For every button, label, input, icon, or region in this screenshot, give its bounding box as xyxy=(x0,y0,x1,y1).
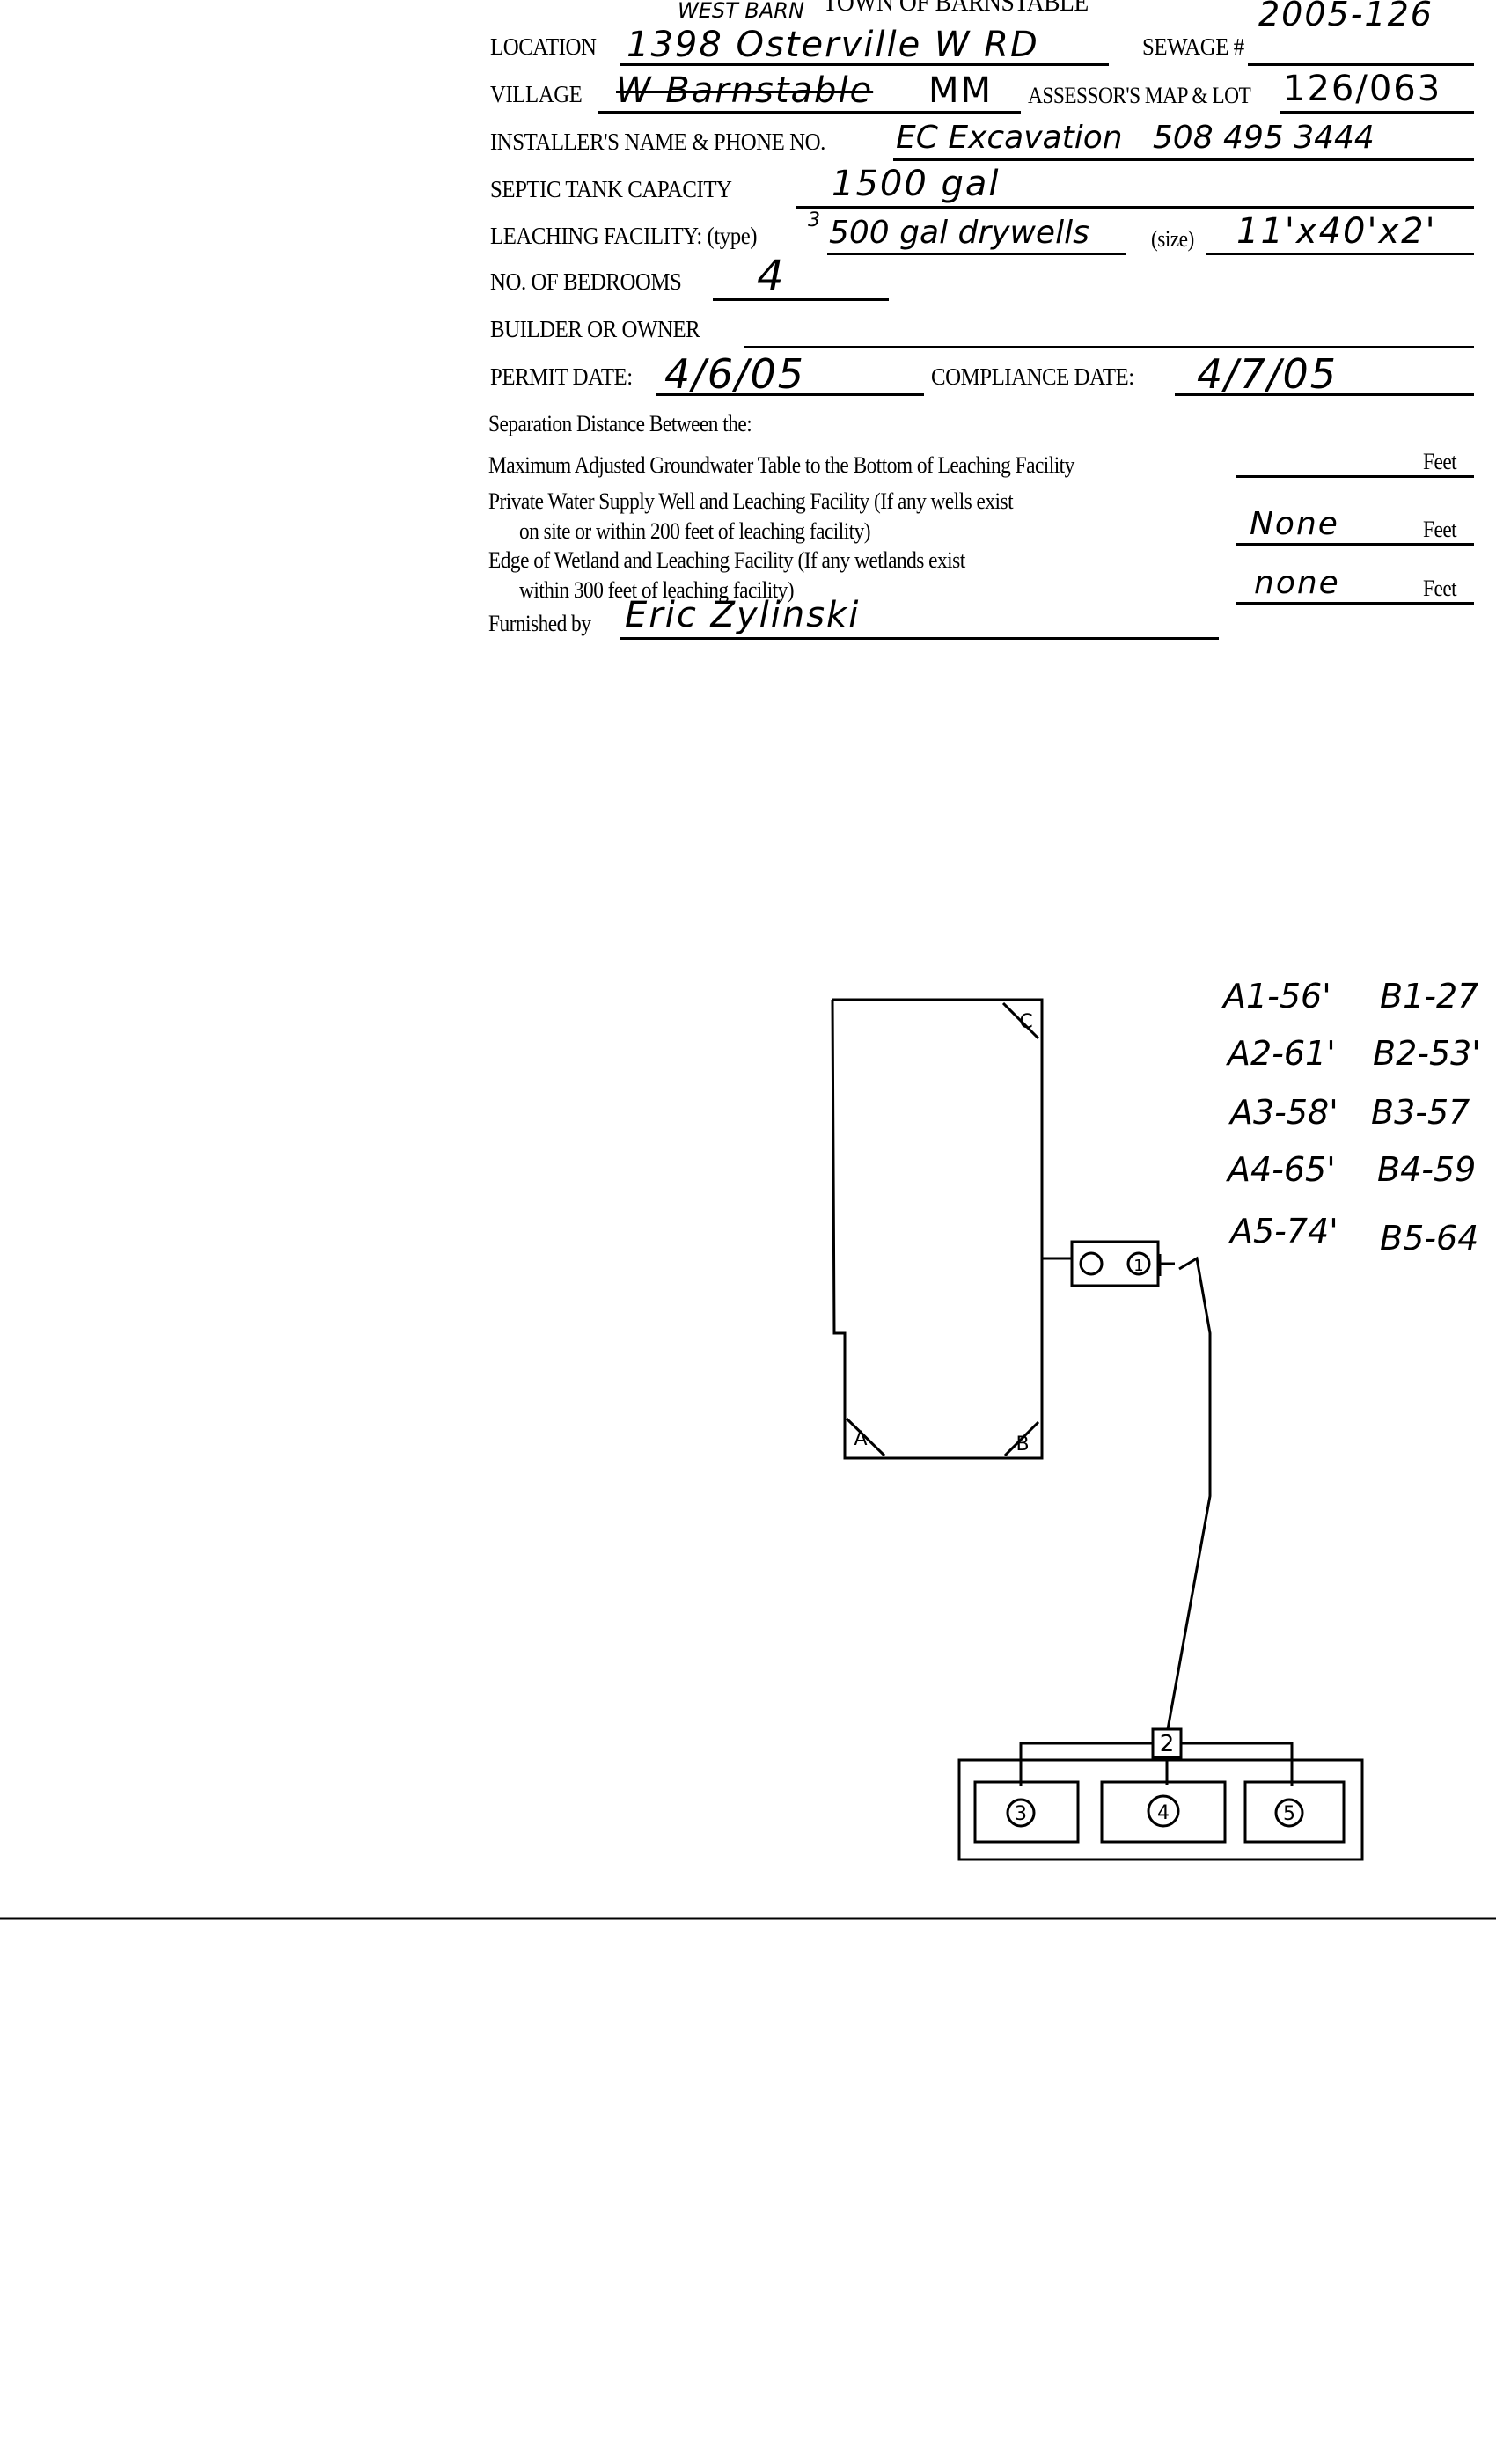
corner-c-mark xyxy=(1001,1001,1040,1040)
measurement-b3: B3-57 xyxy=(1371,1093,1470,1132)
drywell-4-circle xyxy=(1147,1794,1180,1828)
leaching-type-field-line[interactable] xyxy=(827,253,1126,255)
permit-date-field-line[interactable] xyxy=(656,393,924,396)
septic-tank-value: 1500 gal xyxy=(832,164,1001,204)
drywell-label-5: 5 xyxy=(1283,1803,1295,1825)
feet-unit: Feet xyxy=(1423,517,1457,542)
separation-row-3-text: Edge of Wetland and Leaching Facility (I… xyxy=(488,547,965,573)
feet-unit: Feet xyxy=(1423,576,1457,601)
leaching-count: 3 xyxy=(808,209,822,231)
record-number: 2005-126 xyxy=(1258,0,1434,33)
measurement-a5: A5-74' xyxy=(1228,1212,1338,1250)
separation-row-3-text-2: within 300 feet of leaching facility) xyxy=(519,577,795,603)
leaching-size-field-line[interactable] xyxy=(1206,253,1474,255)
bedrooms-field-line[interactable] xyxy=(713,298,889,301)
leaching-label: LEACHING FACILITY: (type) xyxy=(490,223,758,249)
measurement-a2: A2-61' xyxy=(1225,1034,1336,1073)
location-field-line[interactable] xyxy=(620,63,1109,66)
leaching-size-value: 11'x40'x2' xyxy=(1236,211,1437,252)
assessor-field-line[interactable] xyxy=(1280,111,1474,114)
compliance-date-label: COMPLIANCE DATE: xyxy=(931,363,1134,390)
town-title: TOWN OF BARNSTABLE xyxy=(823,0,1089,17)
permit-date-value: 4/6/05 xyxy=(664,350,806,398)
drywell-enclosure xyxy=(957,1758,1364,1861)
installer-label: INSTALLER'S NAME & PHONE NO. xyxy=(490,128,825,155)
corner-label-a: A xyxy=(854,1428,867,1450)
well-field-line[interactable] xyxy=(1236,543,1474,546)
corner-b-mark xyxy=(1003,1420,1040,1457)
sewage-field[interactable] xyxy=(1248,63,1474,66)
village-struck-value: W Barnstable xyxy=(616,70,874,111)
tank-inlet-circle xyxy=(1079,1251,1104,1276)
leach-field-outline xyxy=(831,998,1044,1460)
septic-tank-field-line[interactable] xyxy=(796,206,1474,209)
permit-date-label: PERMIT DATE: xyxy=(490,363,633,390)
drywell-label-4: 4 xyxy=(1157,1802,1170,1824)
drywell-label-3: 3 xyxy=(1015,1803,1027,1825)
measurement-b2: B2-53' xyxy=(1373,1034,1481,1073)
village-label: VILLAGE xyxy=(490,81,583,107)
separation-row-2-text-2: on site or within 200 feet of leaching f… xyxy=(519,518,871,544)
measurement-a3: A3-58' xyxy=(1228,1093,1338,1132)
leaching-size-label: (size) xyxy=(1151,226,1194,252)
wetland-field-line[interactable] xyxy=(1236,602,1474,605)
separation-row-2-text: Private Water Supply Well and Leaching F… xyxy=(488,488,1014,514)
bedrooms-value: 4 xyxy=(757,252,786,301)
corner-label-b: B xyxy=(1016,1434,1029,1456)
drywell-3 xyxy=(973,1780,1080,1844)
builder-field[interactable] xyxy=(744,346,1474,348)
corner-a-mark xyxy=(845,1417,886,1457)
handwritten-annotation: WEST BARN xyxy=(678,0,804,23)
builder-label: BUILDER OR OWNER xyxy=(490,316,700,342)
installer-field-line[interactable] xyxy=(893,158,1474,161)
assessor-label: ASSESSOR'S MAP & LOT xyxy=(1028,83,1251,108)
location-label: LOCATION xyxy=(490,33,597,60)
village-field-line[interactable] xyxy=(598,111,1021,114)
compliance-date-field-line[interactable] xyxy=(1175,393,1474,396)
drywell-4 xyxy=(1100,1780,1227,1844)
location-value: 1398 Osterville W RD xyxy=(627,25,1039,65)
feet-unit: Feet xyxy=(1423,449,1457,474)
compliance-date-value: 4/7/05 xyxy=(1197,350,1338,398)
furnished-by-label: Furnished by xyxy=(488,611,591,636)
furnished-by-value: Eric Zylinski xyxy=(625,595,861,635)
measurement-b5: B5-64 xyxy=(1380,1219,1478,1258)
tank-label-inlet: 1 xyxy=(1133,1257,1143,1275)
drywell-5-circle xyxy=(1274,1798,1304,1828)
separation-row-1-text: Maximum Adjusted Groundwater Table to th… xyxy=(488,452,1074,478)
measurement-b1: B1-27 xyxy=(1380,977,1478,1016)
leaching-type-value: 500 gal drywells xyxy=(829,215,1089,251)
installer-value: EC Excavation 508 495 3444 xyxy=(896,120,1375,156)
furnished-by-field-line[interactable] xyxy=(620,637,1219,640)
pipe xyxy=(1158,1254,1212,1730)
groundwater-field[interactable] xyxy=(1236,475,1474,478)
tank-outlet-circle xyxy=(1126,1251,1151,1276)
drywell-5 xyxy=(1243,1780,1346,1844)
bedrooms-label: NO. OF BEDROOMS xyxy=(490,268,682,295)
sewage-label: SEWAGE # xyxy=(1142,33,1244,60)
septic-tank-box xyxy=(1070,1240,1160,1287)
measurement-a1: A1-56' xyxy=(1221,977,1331,1016)
wetland-value: none xyxy=(1254,565,1340,601)
measurement-b4: B4-59 xyxy=(1377,1150,1476,1189)
corner-label-c: C xyxy=(1019,1011,1032,1033)
septic-tank-label: SEPTIC TANK CAPACITY xyxy=(490,176,732,202)
well-value: None xyxy=(1250,506,1339,542)
dbox-label: 2 xyxy=(1160,1731,1175,1757)
drywell-3-circle xyxy=(1006,1798,1036,1828)
village-value: MM xyxy=(928,70,994,111)
separation-heading: Separation Distance Between the: xyxy=(488,411,752,436)
assessor-value: 126/063 xyxy=(1283,69,1442,109)
measurement-a4: A4-65' xyxy=(1225,1150,1336,1189)
distribution-lines xyxy=(1019,1742,1294,1786)
